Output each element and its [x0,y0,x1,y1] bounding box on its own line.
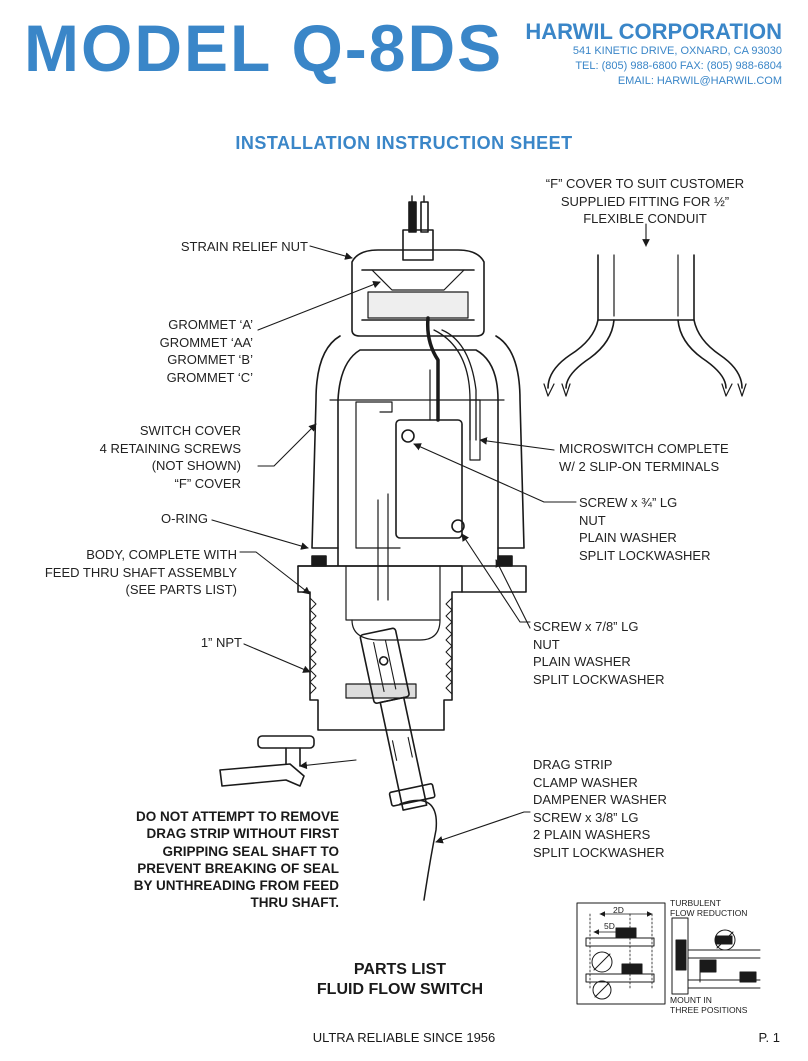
company-email[interactable]: EMAIL: HARWIL@HARWIL.COM [617,75,782,87]
switch-cover [311,335,525,549]
inset-mount-label: MOUNT IN THREE POSITIONS [670,995,748,1015]
page-number: P. 1 [758,1030,780,1045]
label-body: BODY, COMPLETE WITH FEED THRU SHAFT ASSE… [44,547,237,597]
inset-dim-5d: 5D [604,921,615,931]
label-grommets: GROMMET ‘A’ GROMMET ‘AA’ GROMMET ‘B’ GRO… [159,317,253,385]
label-o-ring: O-RING [161,511,208,526]
label-switch-cover: SWITCH COVER 4 RETAINING SCREWS (NOT SHO… [99,423,241,491]
company-name: HARWIL CORPORATION [525,19,782,44]
inset-dim-2d: 2D [613,905,624,915]
label-strain-relief-nut: STRAIN RELIEF NUT [180,239,308,254]
sheet-title: INSTALLATION INSTRUCTION SHEET [235,133,573,153]
parts-list-heading: PARTS LIST FLUID FLOW SWITCH [316,961,484,998]
wrench-icon [219,735,315,787]
label-screw-seven-eighths: SCREW x 7/8” LG NUT PLAIN WASHER SPLIT L… [533,619,665,687]
label-drag-strip: DRAG STRIP CLAMP WASHER DAMPENER WASHER … [533,757,667,860]
f-cover-note: “F” COVER TO SUIT CUSTOMER SUPPLIED FITT… [545,176,745,226]
warning-note: DO NOT ATTEMPT TO REMOVE DRAG STRIP WITH… [133,809,339,911]
company-info: HARWIL CORPORATION 541 KINETIC DRIVE, OX… [525,20,782,89]
f-cover-detail [543,254,747,397]
model-title: MODEL Q-8DS [24,11,504,85]
microswitch [395,419,463,539]
drag-strip [399,799,438,901]
switch-body [297,565,463,731]
company-phone-fax: TEL: (805) 988-6800 FAX: (805) 988-6804 [575,60,782,72]
label-npt: 1” NPT [200,635,242,650]
inset-turbulent-label: TURBULENT FLOW REDUCTION [670,898,748,918]
company-address: 541 KINETIC DRIVE, OXNARD, CA 93030 [572,45,782,57]
label-microswitch: MICROSWITCH COMPLETE W/ 2 SLIP-ON TERMIN… [559,441,729,474]
strain-relief-cap [351,249,485,337]
installation-inset [576,902,761,1005]
feed-thru-shaft [359,627,436,811]
label-screw-three-quarter: SCREW x ¾” LG NUT PLAIN WASHER SPLIT LOC… [579,495,711,563]
footer-slogan: ULTRA RELIABLE SINCE 1956 [312,1030,496,1045]
wire-leads [402,195,434,261]
